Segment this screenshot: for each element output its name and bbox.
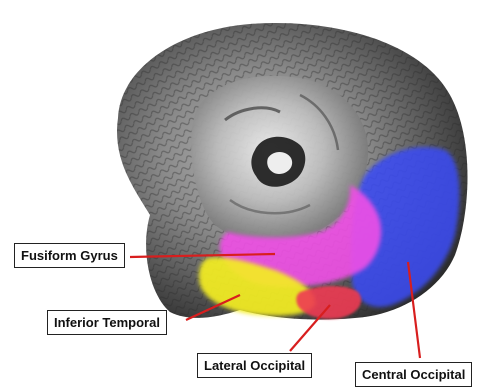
label-inferior-temporal: Inferior Temporal (47, 310, 167, 335)
label-central-occipital: Central Occipital (355, 362, 472, 387)
label-fusiform-gyrus: Fusiform Gyrus (14, 243, 125, 268)
label-lateral-occipital: Lateral Occipital (197, 353, 312, 378)
